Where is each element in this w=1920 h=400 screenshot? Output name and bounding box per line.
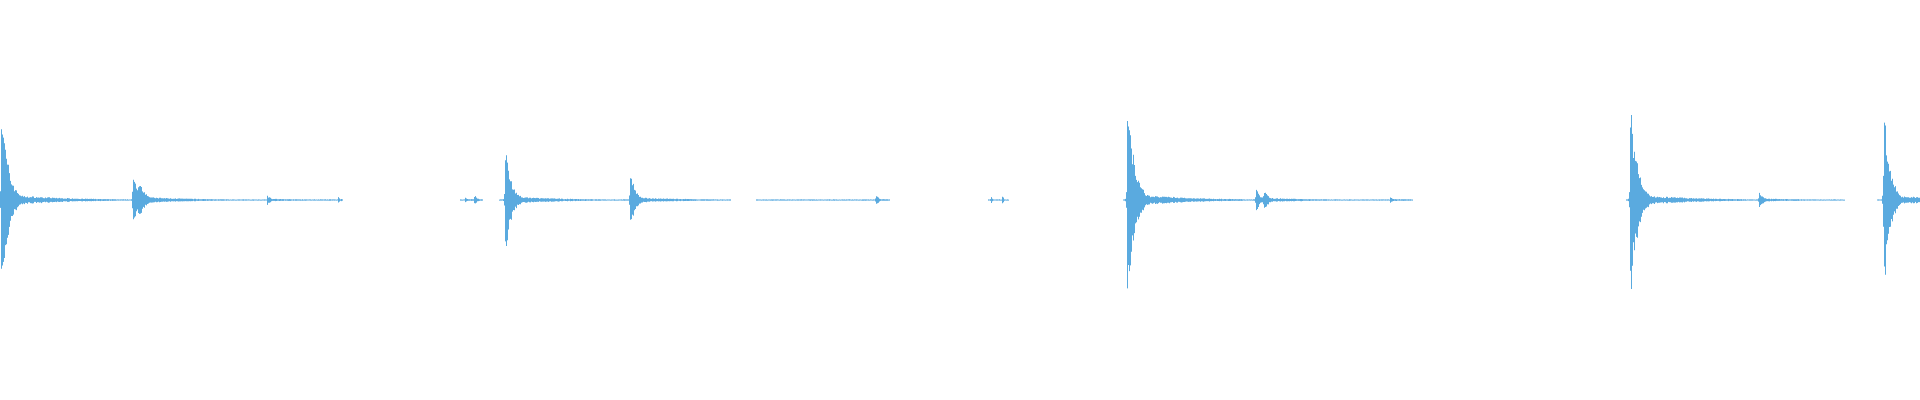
- waveform-trace: [0, 129, 343, 269]
- waveform-trace: [499, 155, 731, 246]
- waveform-segment: [460, 196, 483, 204]
- waveform-trace: [1626, 115, 1845, 289]
- waveform-trace: [1123, 121, 1413, 289]
- waveform-trace: [756, 196, 890, 204]
- waveform-trace: [1877, 122, 1920, 275]
- waveform-segment: [756, 196, 890, 204]
- waveform-trace: [988, 196, 1009, 204]
- waveform-segment: [1626, 115, 1845, 289]
- waveform-segment: [1123, 121, 1413, 289]
- waveform-segment: [499, 155, 731, 246]
- waveform-segment: [1877, 122, 1920, 275]
- waveform-segment: [0, 129, 343, 269]
- waveform-trace: [460, 196, 483, 204]
- waveform-segment: [988, 196, 1009, 204]
